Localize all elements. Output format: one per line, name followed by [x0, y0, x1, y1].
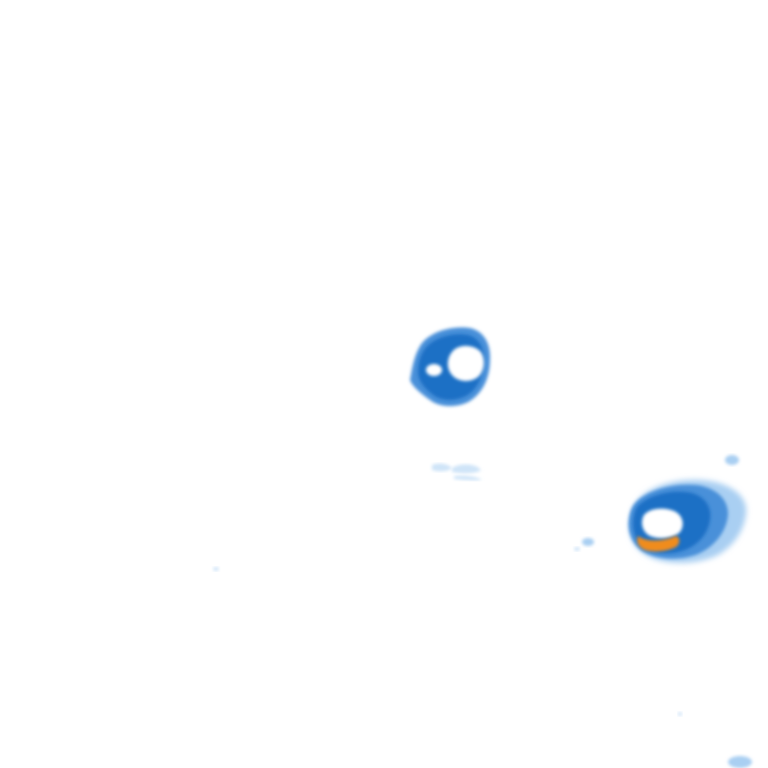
echo-small-6 [678, 712, 682, 716]
storm-cell-center-hole-small [426, 364, 442, 376]
light-echo-streak-2 [452, 464, 481, 474]
light-echo-streak-3 [454, 475, 482, 481]
storm-cell-east-heavy-precip [637, 536, 680, 552]
echo-small-1 [725, 455, 739, 465]
echo-small-3 [574, 547, 580, 551]
light-echo-streak-1 [432, 463, 452, 472]
echo-small-2 [582, 538, 594, 546]
storm-cell-east [628, 479, 747, 564]
echo-small-4 [213, 567, 219, 571]
light-echo-streaks [432, 463, 482, 481]
storm-cell-east-hole [642, 508, 683, 539]
storm-cell-center [410, 327, 491, 407]
echo-small-5 [728, 756, 752, 768]
scattered-echoes [213, 455, 752, 768]
storm-cell-center-hole-large [447, 345, 484, 381]
